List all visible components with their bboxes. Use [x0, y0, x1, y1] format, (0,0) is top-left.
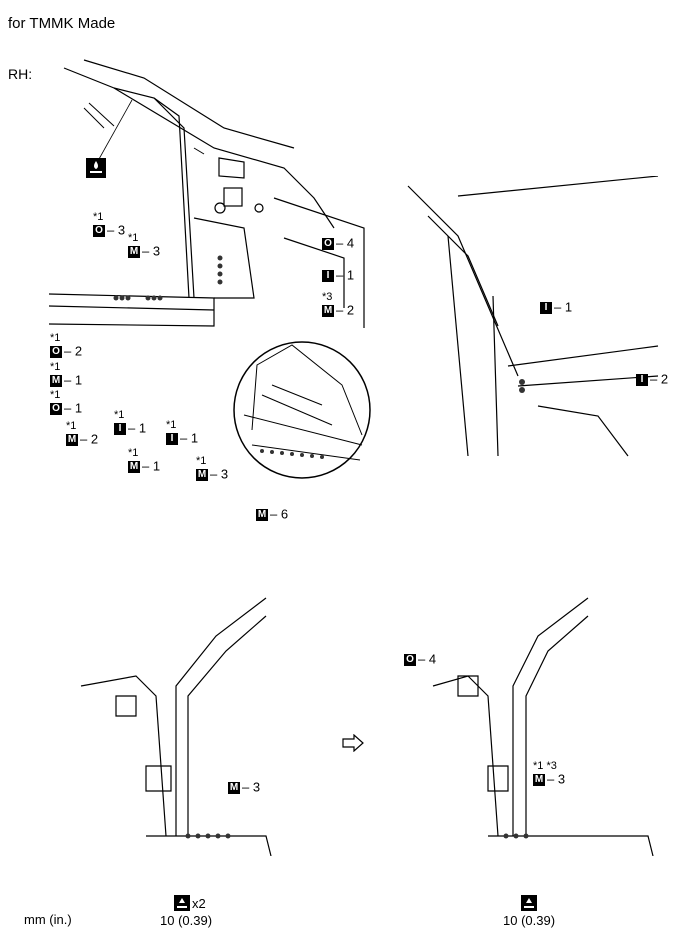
callout-o4b: O– 4: [404, 652, 436, 667]
detail-magnifier: [232, 325, 382, 495]
unit-note: mm (in.): [24, 912, 72, 927]
callout-o4: O– 4: [322, 236, 354, 251]
callout-m3c: M– 3: [228, 779, 261, 795]
bottom-right-illustration: [428, 596, 658, 856]
bottom-left-illustration: [76, 596, 276, 856]
top-right-illustration: [398, 176, 668, 461]
top-left-illustration: [44, 58, 374, 328]
callout-i1d: I– 1: [540, 300, 572, 315]
diagram-title: for TMMK Made: [8, 15, 116, 32]
next-step-arrow-icon: [342, 733, 364, 757]
side-label: RH:: [8, 66, 33, 82]
callout-i1a: I– 1: [322, 268, 354, 283]
weld-multiplier: x2: [192, 896, 206, 911]
callout-m6: M– 6: [256, 506, 289, 522]
weld-symbol-left-icon: [174, 895, 190, 911]
weld-spec-left: 10 (0.39): [160, 913, 213, 928]
weld-spec-right: 10 (0.39): [503, 913, 556, 928]
weld-symbol-right-icon: [521, 895, 537, 911]
weld-symbol-icon: [86, 158, 106, 178]
callout-i2: I– 2: [636, 372, 668, 387]
